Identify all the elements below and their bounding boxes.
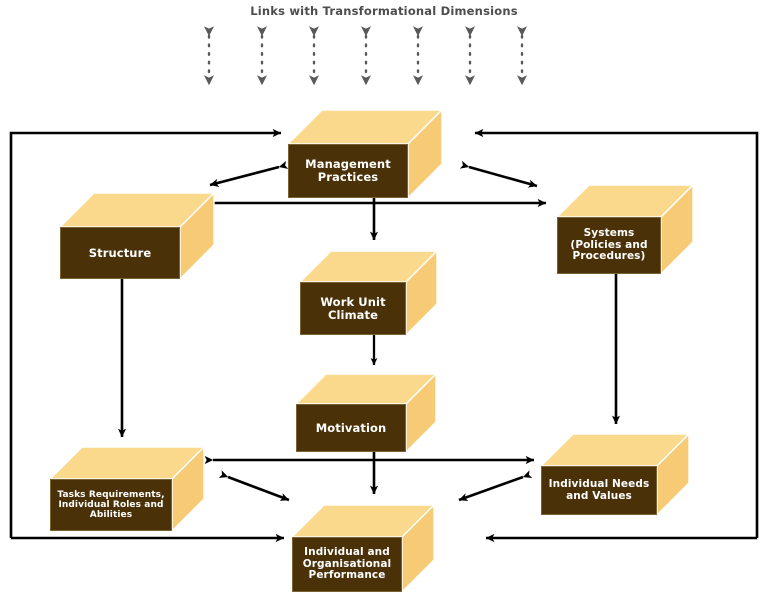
connector-management-systems: [459, 160, 538, 188]
box-label-face: Structure: [60, 227, 180, 279]
box-tasks-requirements[interactable]: Tasks Requirements, Individual Roles and…: [48, 445, 206, 533]
box-label: Management Practices: [305, 157, 391, 184]
box-label-face: Tasks Requirements, Individual Roles and…: [50, 479, 172, 531]
diagram-canvas: Links with Transformational Dimensions: [9, 4, 759, 592]
box-label-face: Motivation: [296, 404, 406, 452]
dotted-connectors: [204, 26, 527, 87]
box-label: Individual and Organisational Performanc…: [302, 545, 392, 582]
box-work-unit-climate[interactable]: Work Unit Climate: [298, 249, 439, 337]
feedback-right-top: [474, 128, 759, 538]
feedback-frame: [9, 128, 759, 543]
connector-needs-performance: [458, 470, 533, 502]
box-label: Systems (Policies and Procedures): [570, 226, 648, 263]
box-label-face: Work Unit Climate: [300, 282, 406, 335]
connector-layer: [9, 26, 759, 543]
connector-management-structure: [209, 160, 289, 187]
box-label: Individual Needs and Values: [548, 477, 650, 502]
box-individual-needs[interactable]: Individual Needs and Values: [539, 432, 691, 517]
box-motivation[interactable]: Motivation: [294, 372, 438, 454]
box-solid: [290, 503, 436, 592]
box-systems[interactable]: Systems (Policies and Procedures): [555, 183, 695, 276]
box-solid: [294, 372, 438, 454]
diagram-title: Links with Transformational Dimensions: [250, 4, 518, 18]
box-label: Work Unit Climate: [320, 294, 386, 322]
box-solid: [298, 249, 439, 337]
connector-tasks-performance: [218, 470, 290, 502]
box-label: Structure: [88, 245, 152, 260]
box-solid: [555, 183, 695, 276]
feedback-left-top: [9, 128, 282, 538]
box-individual-organisational-performance[interactable]: Individual and Organisational Performanc…: [290, 503, 436, 592]
box-label-face: Management Practices: [288, 144, 408, 198]
box-label-face: Individual and Organisational Performanc…: [292, 537, 402, 592]
box-label-face: Systems (Policies and Procedures): [557, 217, 661, 274]
box-structure[interactable]: Structure: [58, 191, 216, 281]
box-label: Tasks Requirements, Individual Roles and…: [57, 489, 165, 521]
box-label: Motivation: [315, 420, 387, 435]
box-management-practices[interactable]: Management Practices: [286, 108, 444, 200]
box-label-face: Individual Needs and Values: [541, 466, 657, 515]
